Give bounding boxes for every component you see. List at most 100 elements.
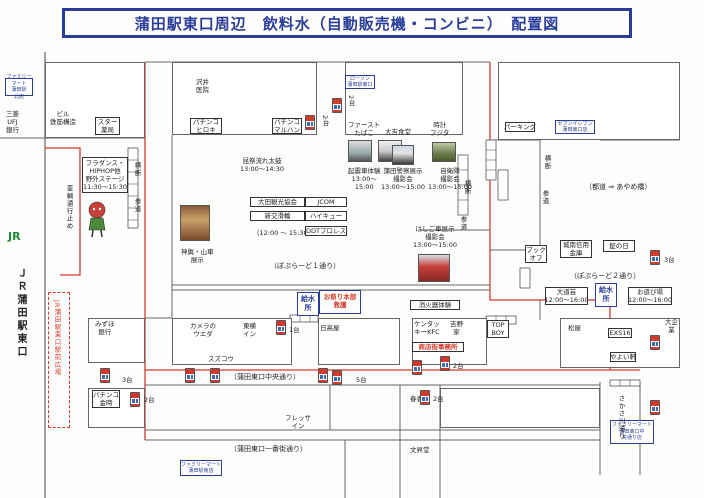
count-mid-1: 1台 <box>289 326 300 334</box>
daikichi: 大吉食堂 <box>385 128 411 136</box>
conv-fm-minami: ファミリーマート蒲田駅南店 <box>180 460 222 476</box>
road-ichibangai: （蒲田東口一番街通り） <box>230 445 307 453</box>
shoutenkai-office: 商店街事務所 <box>412 342 464 352</box>
block-w <box>88 318 145 363</box>
vending-machine-icon <box>440 356 450 371</box>
kasugaen: 春香園 <box>410 395 430 403</box>
count-left-3: 3台 <box>122 376 133 384</box>
vehicle-stop: 車輌通行止め <box>65 185 73 230</box>
time-mid: （12:00 ～ 15:30） <box>253 229 315 237</box>
vending-machine-icon <box>130 392 140 407</box>
station-plaza-outline <box>48 292 70 428</box>
pachinko-kinsho: パチンコ金時 <box>92 390 120 408</box>
vending-machine-icon <box>420 390 430 405</box>
block-s <box>440 388 600 428</box>
hidakaya: 日高屋 <box>320 324 340 332</box>
building: ビル鉄筋構造 <box>50 110 76 126</box>
road-central: （蒲田東口中央通り） <box>230 373 300 381</box>
ennoya: 鉦の日 <box>603 240 635 252</box>
road-sakasa: さかさ川通り <box>617 395 625 440</box>
fresh-inn: フレッサイン <box>285 414 311 430</box>
count-kinsho: 2台 <box>144 396 155 404</box>
mikoshi-display: 神輿・山車展示 <box>181 248 214 264</box>
exs16: EXS16 <box>608 328 632 338</box>
festival-hq: お祭り本部救護 <box>323 293 357 309</box>
road-direction: （都道 ⇒ あやめ橋） <box>585 183 652 191</box>
book-off: ブックオフ <box>525 245 547 263</box>
conv-fm-kita: ファミリーマート蒲田駅北店 <box>5 74 33 100</box>
toyoko-inn: 東横イン <box>243 322 256 338</box>
vending-machine-icon <box>100 368 110 383</box>
shobo-experience: 消火器体験 <box>410 300 460 310</box>
pachinko-maruhan: パチンコマルハン <box>272 118 302 134</box>
road-pupurado-2: （ぽぷらーど２通り） <box>570 272 641 280</box>
count-right-3: 3台 <box>664 256 675 264</box>
station-name: ＪＲ蒲田駅東口 <box>15 268 26 359</box>
vending-machine-icon <box>276 320 286 335</box>
mizuho-bank: みずほ銀行 <box>95 320 115 336</box>
matsuya: 松屋 <box>568 324 581 332</box>
sandou-2: 参道 <box>459 216 467 231</box>
mascot-illustration <box>83 200 111 238</box>
ota-kanko: 大田観光協会 <box>250 197 305 207</box>
water-station-1: 給水所 <box>297 292 319 316</box>
page-title: 蒲田駅東口周辺 飲料水（自動販売機・コンビニ） 配置図 <box>62 8 632 38</box>
vending-machine-icon <box>332 98 342 113</box>
jcom: JCOM <box>305 197 347 207</box>
tokei-fujita: 時計フジタ <box>430 121 450 137</box>
highkyu: ハイキュー <box>305 211 347 221</box>
vending-machine-icon <box>332 370 342 385</box>
block-n2 <box>345 62 463 135</box>
road-pupurado-1: （ぽぷらーど１通り） <box>270 262 341 270</box>
ddt: DDTプロレス <box>305 226 347 236</box>
vending-machine-icon <box>305 115 315 130</box>
count-mid-5: 5台 <box>356 376 367 384</box>
vending-machine-icon <box>650 250 660 265</box>
camera-ueda: カメラのウエダ <box>190 322 216 338</box>
count-shoutenkai: 2台 <box>453 362 464 370</box>
block-c2 <box>318 318 400 365</box>
hashigo-photo <box>418 254 450 282</box>
parking: パーキング <box>503 122 537 132</box>
mikoshi-photo <box>180 205 210 241</box>
yoshinoya: 吉野家 <box>450 320 463 336</box>
yokomachi-1: 横断 <box>133 162 141 177</box>
johnan-shinkin: 城南信用金庫 <box>560 240 592 258</box>
conv-lawson: ローソン蒲田駅東口 <box>345 75 375 89</box>
yayoi-ken: やよい軒 <box>610 352 636 362</box>
vending-machine-icon <box>650 400 660 415</box>
bunshodo: 文昇堂 <box>410 446 430 454</box>
yokomachi-2: 横断 <box>463 180 471 195</box>
count-kasuga: 2台 <box>433 395 444 403</box>
conv-fm-chuo: ファミリーマート蒲田東口中央通り店 <box>610 420 654 444</box>
first-tabako: ファーストたばこ <box>348 121 381 137</box>
count-maruhan: 2台 <box>321 115 329 126</box>
shinkyo: 新交滑輪 <box>250 211 305 221</box>
jieitai-photo <box>432 142 456 162</box>
block-c1 <box>172 318 292 365</box>
pachinko-hiroki: パチンコヒロキ <box>190 118 222 134</box>
vending-machine-icon <box>185 368 195 383</box>
vending-machine-icon <box>210 368 220 383</box>
kisyosha-photo <box>348 140 372 162</box>
kfc: ケンタッキーKFC <box>414 320 440 336</box>
station-plaza: JR蒲田駅東口駅前広場 <box>53 300 61 376</box>
taisho: 大企業 <box>665 318 678 334</box>
water-station-2: 給水所 <box>595 283 617 307</box>
sawai-clinic: 沢井医院 <box>196 78 209 94</box>
suzukou: スズコウ <box>208 355 234 363</box>
yokomachi-3: 横断 <box>543 155 551 170</box>
conv-seven: セブンイレブン蒲田東口店 <box>555 120 595 134</box>
count-lawson: 2台 <box>347 95 355 106</box>
sandou-3: 参道 <box>541 190 549 205</box>
